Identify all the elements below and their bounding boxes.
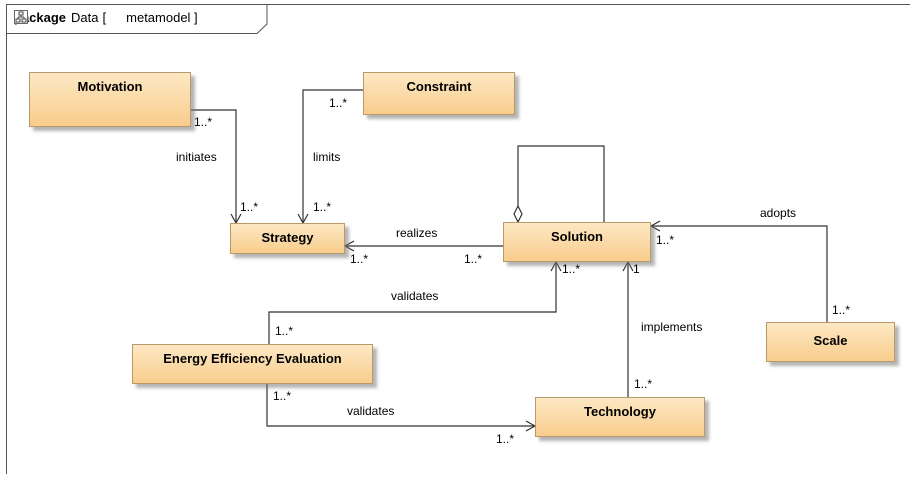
class-technology[interactable]: Technology <box>535 397 705 437</box>
edge-adopts <box>651 225 828 322</box>
label-implements: implements <box>641 320 703 334</box>
label-initiates: initiates <box>176 150 217 164</box>
package-frame <box>6 4 910 474</box>
class-diagram-icon <box>14 10 123 25</box>
package-label: package Data [ metamodel ] <box>14 10 198 25</box>
mult-strategy-realizes: 1..* <box>350 252 369 266</box>
class-solution[interactable]: Solution <box>503 222 651 262</box>
class-energy-efficiency-evaluation[interactable]: Energy Efficiency Evaluation <box>132 344 373 384</box>
class-solution-name: Solution <box>551 229 603 244</box>
arrowhead-implements <box>622 260 634 272</box>
class-scale-name: Scale <box>813 333 848 348</box>
package-name: Data <box>71 10 99 25</box>
mult-strategy-from-constraint: 1..* <box>313 200 332 214</box>
edge-limits <box>302 89 363 223</box>
class-constraint-name: Constraint <box>406 79 472 94</box>
diagram-name: metamodel ] <box>126 10 198 25</box>
label-adopts: adopts <box>760 206 797 220</box>
class-constraint[interactable]: Constraint <box>363 72 515 115</box>
label-realizes: realizes <box>396 226 438 240</box>
label-limits: limits <box>313 150 341 164</box>
class-technology-name: Technology <box>584 404 656 419</box>
arrowhead-validates-top <box>550 260 562 272</box>
mult-scale-adopts: 1..* <box>832 303 851 317</box>
mult-solution-realizes: 1..* <box>464 252 483 266</box>
aggregation-diamond <box>513 204 523 224</box>
edge-self-aggregation <box>517 145 605 222</box>
mult-energy-top: 1..* <box>275 324 294 338</box>
class-motivation-name: Motivation <box>77 79 143 94</box>
class-energy-efficiency-evaluation-name: Energy Efficiency Evaluation <box>163 351 342 366</box>
class-strategy-name: Strategy <box>261 230 314 245</box>
mult-strategy-from-motivation: 1..* <box>240 200 259 214</box>
edge-validates-bottom <box>266 384 535 427</box>
mult-technology-in: 1..* <box>496 432 515 446</box>
class-scale[interactable]: Scale <box>766 322 895 362</box>
mult-motivation-out: 1..* <box>194 115 213 129</box>
mult-energy-bottom: 1..* <box>273 389 292 403</box>
edge-validates-top <box>268 262 557 344</box>
class-motivation[interactable]: Motivation <box>29 72 191 127</box>
arrowhead-adopts <box>649 220 661 232</box>
label-validates-bottom: validates <box>347 404 395 418</box>
mult-solution-adopts: 1..* <box>656 233 675 247</box>
edge-initiates <box>191 109 237 223</box>
mult-technology-implements: 1..* <box>634 377 653 391</box>
bracket-open: [ <box>102 10 107 25</box>
mult-constraint-out: 1..* <box>329 96 348 110</box>
arrowhead-realizes <box>343 240 355 252</box>
mult-solution-implements: 1 <box>633 262 640 276</box>
class-strategy[interactable]: Strategy <box>230 223 345 254</box>
label-validates-top: validates <box>391 289 439 303</box>
mult-solution-validates: 1..* <box>562 262 581 276</box>
